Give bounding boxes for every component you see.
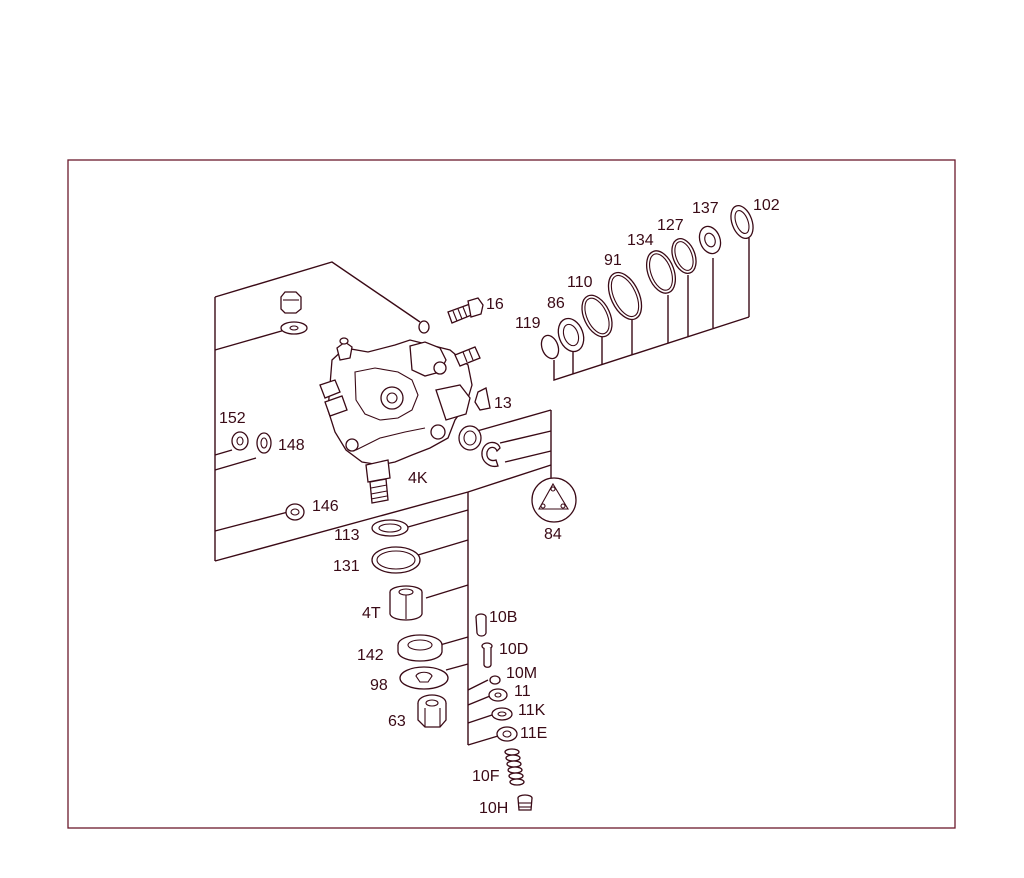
small-seal-part (418, 320, 430, 334)
ring-86-part (557, 317, 585, 353)
washer-152-part (231, 431, 249, 451)
label-137: 137 (692, 200, 719, 217)
pin-10D-part (481, 642, 493, 668)
ring-119-part (540, 334, 560, 360)
label-4K: 4K (408, 470, 428, 487)
label-146: 146 (312, 498, 339, 515)
plug-10H-part (517, 794, 533, 811)
label-113: 113 (334, 527, 360, 544)
label-10D: 10D (499, 641, 528, 658)
label-134: 134 (627, 232, 654, 249)
label-98: 98 (370, 677, 388, 694)
label-10M: 10M (506, 665, 537, 682)
label-10B: 10B (489, 609, 517, 626)
washer-148-part (256, 432, 272, 454)
ring-137-part (698, 225, 722, 255)
label-91: 91 (604, 252, 622, 269)
ring-131-part (371, 546, 421, 574)
ball-10M-part (489, 675, 501, 685)
label-84: 84 (544, 526, 562, 543)
seal-113-part (371, 519, 409, 537)
label-10F: 10F (472, 768, 500, 785)
label-142: 142 (357, 647, 384, 664)
washer-98-part (399, 666, 449, 690)
ring-91-part (607, 271, 643, 321)
pin-10B-part (475, 613, 487, 637)
bracket-lines (214, 238, 750, 746)
spring-10F-part (504, 748, 525, 786)
label-86: 86 (547, 295, 565, 312)
clip-11K-part (491, 707, 513, 721)
flange-84-part (531, 477, 577, 523)
ring-134-part (646, 250, 676, 294)
label-110: 110 (567, 274, 593, 291)
label-63: 63 (388, 713, 406, 730)
cap-nut-part (280, 291, 308, 335)
label-131: 131 (333, 558, 360, 575)
ring-pair-part (458, 425, 501, 468)
label-11E: 11E (520, 725, 547, 742)
label-102: 102 (753, 197, 780, 214)
label-16: 16 (486, 296, 504, 313)
label-11: 11 (514, 683, 531, 700)
label-119: 119 (515, 315, 541, 332)
label-10H: 10H (479, 800, 508, 817)
washer-146-part (285, 503, 305, 521)
circlip-102-part (730, 205, 754, 239)
nut-63-part (417, 694, 447, 728)
bushing-4T-part (389, 585, 423, 621)
washer-11-part (488, 688, 508, 702)
label-148: 148 (278, 437, 305, 454)
label-13: 13 (494, 395, 512, 412)
bolt-16-part (447, 297, 484, 324)
washer-11E-part (496, 726, 518, 742)
clip-13-part (474, 387, 491, 411)
steering-gear-housing-part (319, 337, 481, 504)
label-152: 152 (219, 410, 246, 427)
label-4T: 4T (362, 605, 381, 622)
ring-127-part (671, 238, 697, 274)
label-127: 127 (657, 217, 684, 234)
seal-142-part (397, 634, 443, 662)
label-11K: 11K (518, 702, 546, 719)
ring-110-part (581, 294, 613, 338)
